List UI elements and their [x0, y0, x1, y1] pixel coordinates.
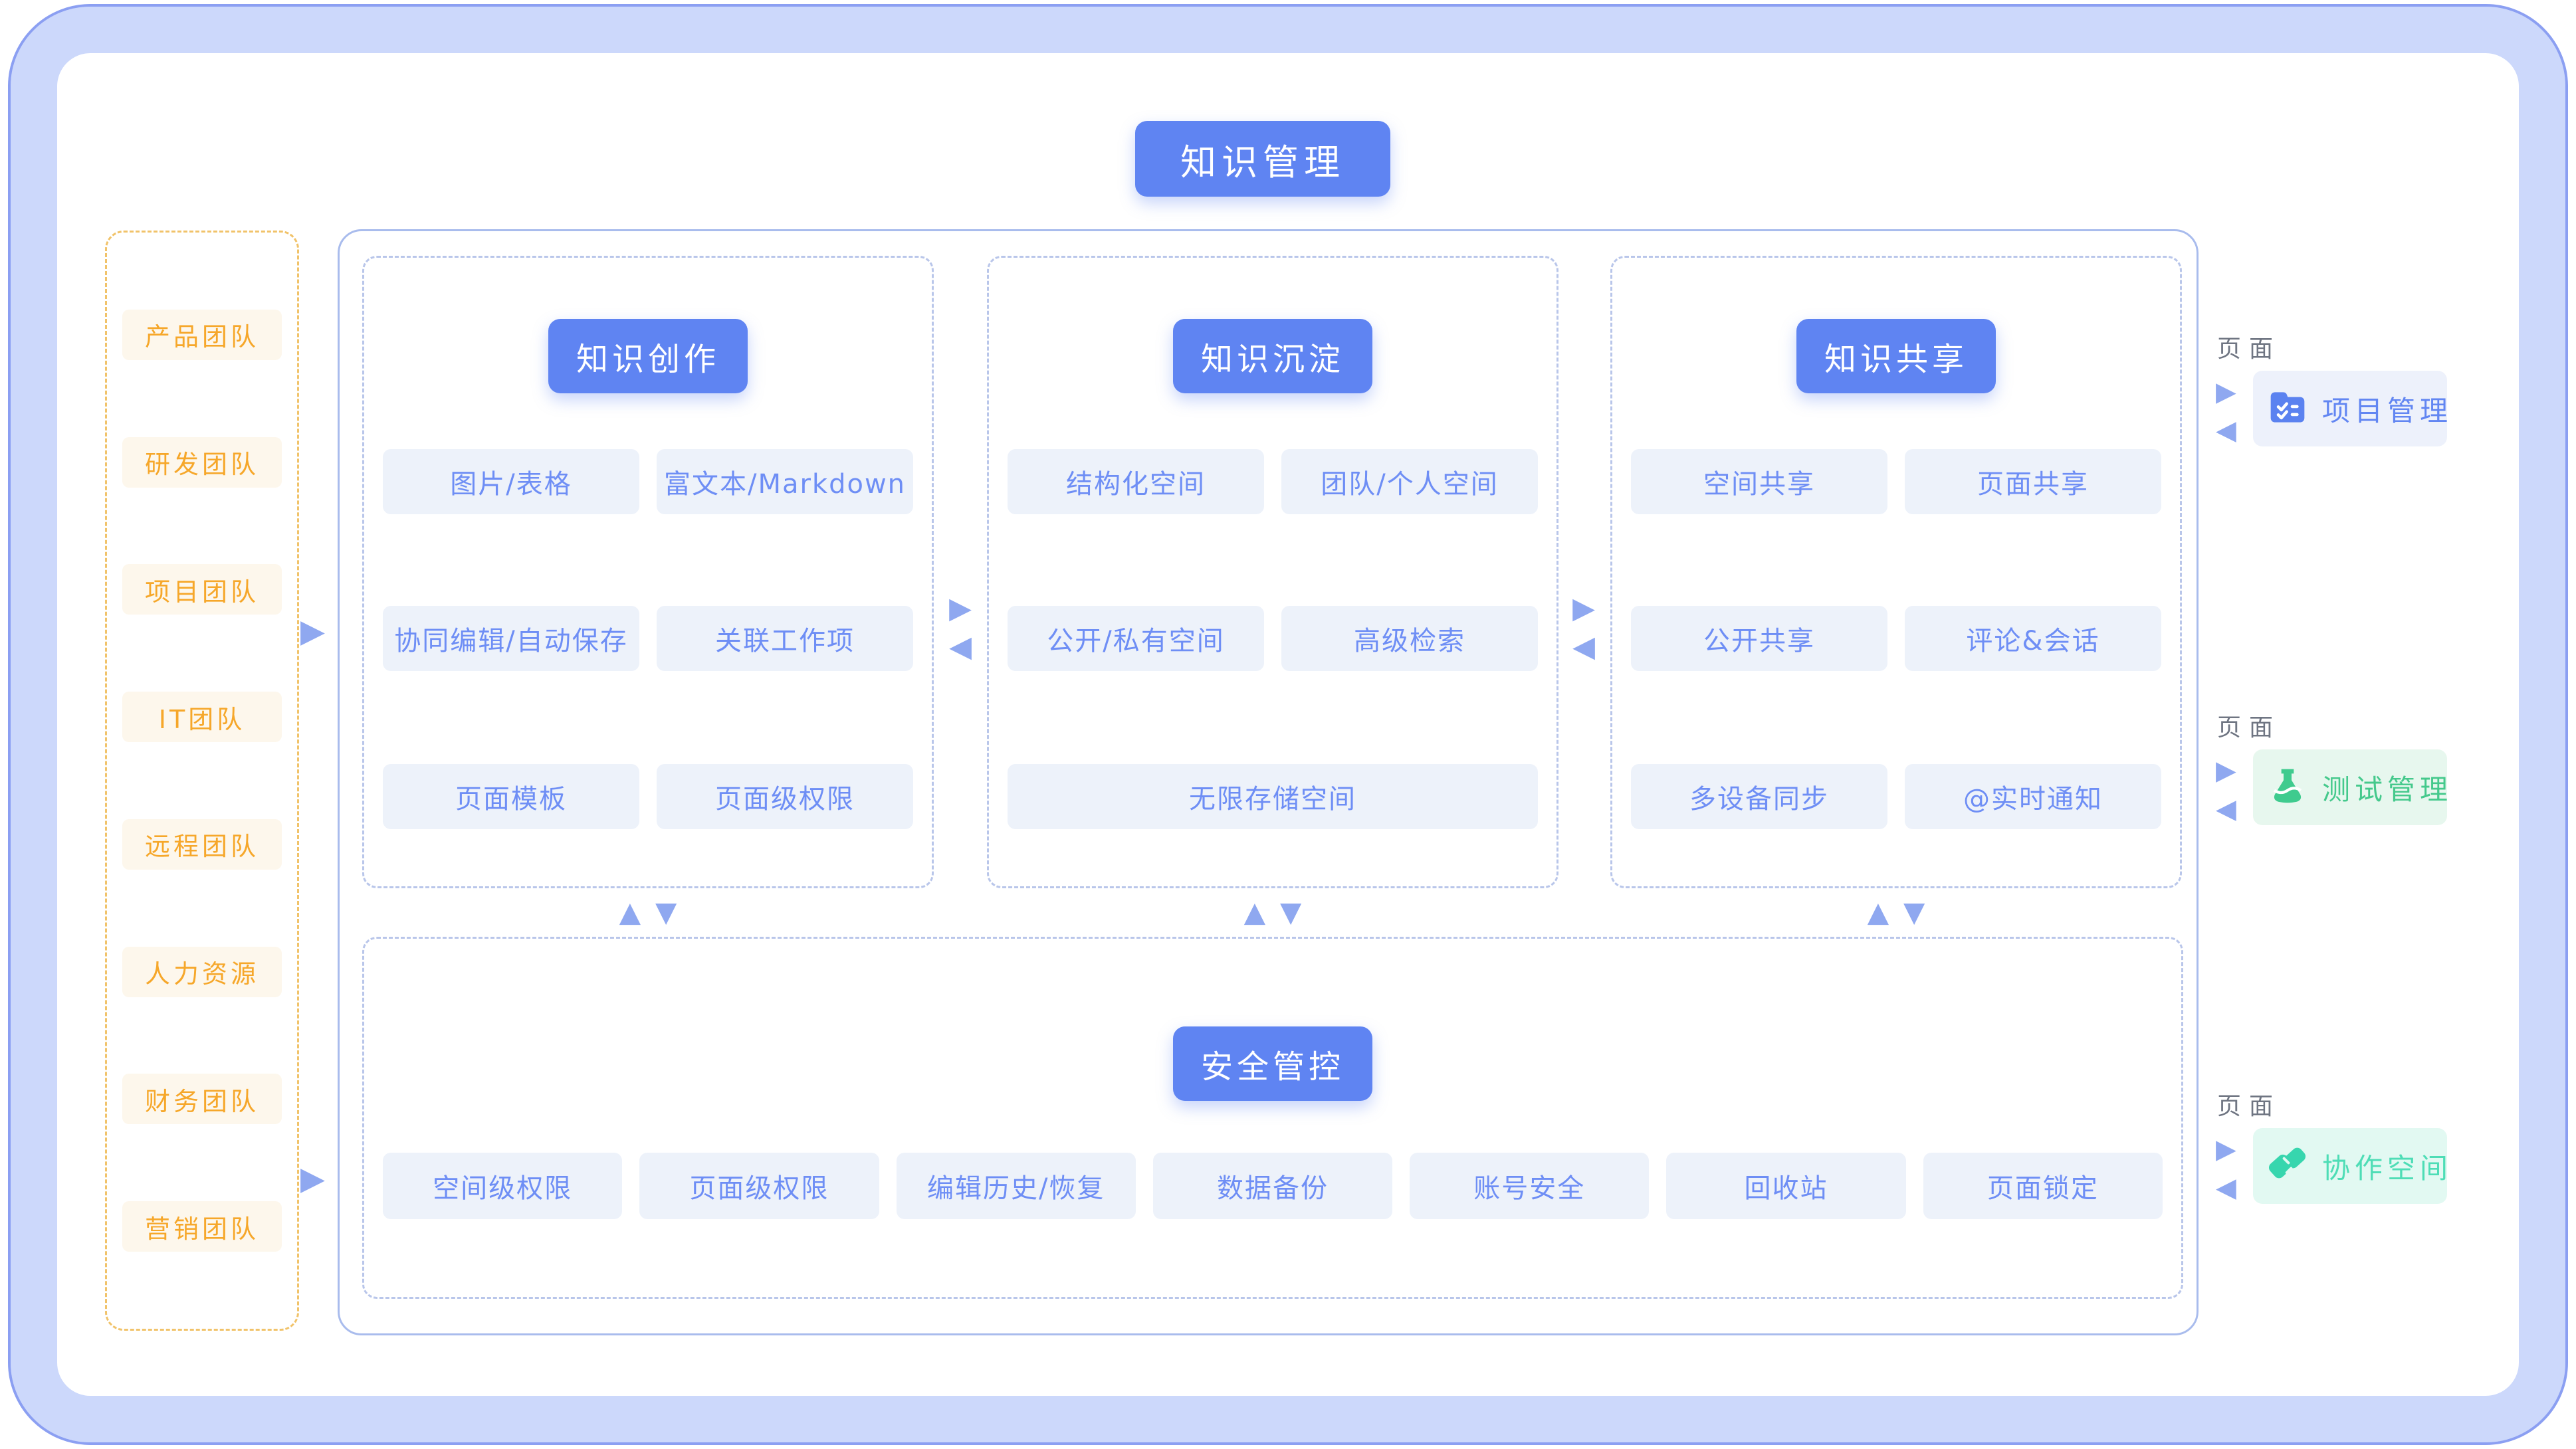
- integration-label: 测试管理: [2322, 773, 2453, 806]
- security-chip: 数据备份: [1152, 1153, 1393, 1219]
- chip-row: 结构化空间 团队/个人空间: [1008, 449, 1538, 514]
- flask-icon: [2266, 765, 2309, 810]
- arrow-left-icon: ◀: [2216, 794, 2236, 824]
- team-chip-finance: 财务团队: [122, 1074, 282, 1125]
- page-label: 页面: [2217, 714, 2282, 741]
- page-label: 页面: [2217, 1093, 2282, 1120]
- arrow-left-icon: ◀: [2216, 1173, 2236, 1203]
- integration-card-collab: 协作空间: [2253, 1128, 2448, 1204]
- feature-chip: @实时通知: [1905, 764, 2161, 829]
- feature-chip: 团队/个人空间: [1281, 449, 1538, 514]
- feature-chip: 页面级权限: [657, 764, 913, 829]
- integration-card-project: 项目管理: [2253, 371, 2448, 446]
- team-chip-it: IT团队: [122, 692, 282, 743]
- handshake-icon: [2266, 1143, 2309, 1189]
- security-link-arrows: ▲ ▼: [1850, 898, 1943, 926]
- sidebar-teams-box: 产品团队 研发团队 项目团队 IT团队 远程团队 人力资源 财务团队 营销团队: [105, 231, 299, 1331]
- team-chip-remote: 远程团队: [122, 819, 282, 870]
- feature-chip: 无限存储空间: [1008, 764, 1538, 829]
- chip-row: 页面模板 页面级权限: [383, 764, 913, 829]
- integration-label: 协作空间: [2322, 1151, 2453, 1185]
- team-chip-hr: 人力资源: [122, 946, 282, 997]
- arrow-right-icon: ▶: [2216, 377, 2236, 407]
- feature-chip: 评论&会话: [1905, 606, 2161, 671]
- column-knowledge-deposit: 知识沉淀 结构化空间 团队/个人空间 公开/私有空间 高级检索 无限存储空间: [987, 256, 1558, 888]
- team-chip-marketing: 营销团队: [122, 1201, 282, 1252]
- column-knowledge-sharing: 知识共享 空间共享 页面共享 公开共享 评论&会话 多设备同步 @实时通知: [1610, 256, 2182, 888]
- column-link-arrows: ▶ ◀: [1560, 594, 1608, 662]
- chip-row: 图片/表格 富文本/Markdown: [383, 449, 913, 514]
- feature-chip: 公开/私有空间: [1008, 606, 1264, 671]
- main-container: [338, 229, 2199, 1335]
- column-link-arrows: ▶ ◀: [936, 594, 984, 662]
- chip-row: 公开/私有空间 高级检索: [1008, 606, 1538, 671]
- chip-row: 公开共享 评论&会话: [1631, 606, 2161, 671]
- feature-chip: 空间共享: [1631, 449, 1887, 514]
- chip-row: 无限存储空间: [1008, 764, 1538, 829]
- security-chip: 编辑历史/恢复: [896, 1153, 1136, 1219]
- security-chip: 页面级权限: [639, 1153, 879, 1219]
- team-chip-rd: 研发团队: [122, 436, 282, 488]
- integration-card-test: 测试管理: [2253, 749, 2448, 825]
- integration-label: 项目管理: [2322, 394, 2453, 427]
- arrow-right-icon: ▶: [949, 591, 972, 625]
- security-chip: 回收站: [1666, 1153, 1906, 1219]
- feature-chip: 页面共享: [1905, 449, 2161, 514]
- arrow-up-icon: ▲: [619, 896, 641, 928]
- arrow-down-icon: ▼: [1903, 896, 1925, 928]
- team-chip-project: 项目团队: [122, 564, 282, 615]
- feature-chip: 协同编辑/自动保存: [383, 606, 639, 671]
- security-header: 安全管控: [1173, 1026, 1372, 1101]
- arrow-right-icon: ▶: [300, 1160, 325, 1197]
- arrow-right-icon: ▶: [2216, 1134, 2236, 1165]
- column-header: 知识创作: [548, 319, 748, 393]
- feature-chip: 高级检索: [1281, 606, 1538, 671]
- security-chip-row: 空间级权限 页面级权限 编辑历史/恢复 数据备份 账号安全 回收站 页面锁定: [383, 1153, 2163, 1219]
- chip-row: 多设备同步 @实时通知: [1631, 764, 2161, 829]
- arrow-left-icon: ◀: [1572, 630, 1595, 664]
- title-badge: 知识管理: [1135, 121, 1390, 197]
- feature-chip: 页面模板: [383, 764, 639, 829]
- arrow-down-icon: ▼: [1280, 896, 1302, 928]
- column-header: 知识共享: [1796, 319, 1996, 393]
- column-header: 知识沉淀: [1173, 319, 1372, 393]
- security-link-arrows: ▲ ▼: [601, 898, 695, 926]
- feature-chip: 关联工作项: [657, 606, 913, 671]
- chip-row: 协同编辑/自动保存 关联工作项: [383, 606, 913, 671]
- arrow-down-icon: ▼: [655, 896, 677, 928]
- arrow-right-icon: ▶: [2216, 755, 2236, 786]
- arrow-up-icon: ▲: [1243, 896, 1265, 928]
- chip-row: 空间共享 页面共享: [1631, 449, 2161, 514]
- team-chip-product: 产品团队: [122, 309, 282, 360]
- security-chip: 账号安全: [1410, 1153, 1650, 1219]
- security-chip: 页面锁定: [1923, 1153, 2163, 1219]
- column-knowledge-creation: 知识创作 图片/表格 富文本/Markdown 协同编辑/自动保存 关联工作项 …: [362, 256, 934, 888]
- arrow-right-icon: ▶: [300, 613, 325, 650]
- arrow-left-icon: ◀: [949, 630, 972, 664]
- feature-chip: 结构化空间: [1008, 449, 1264, 514]
- feature-chip: 富文本/Markdown: [657, 449, 913, 514]
- arrow-left-icon: ◀: [2216, 415, 2236, 446]
- arrow-up-icon: ▲: [1867, 896, 1889, 928]
- security-link-arrows: ▲ ▼: [1226, 898, 1319, 926]
- page-label: 页面: [2217, 336, 2282, 363]
- feature-chip: 多设备同步: [1631, 764, 1887, 829]
- checklist-folder-icon: [2266, 386, 2309, 431]
- arrow-right-icon: ▶: [1572, 591, 1595, 625]
- security-chip: 空间级权限: [383, 1153, 623, 1219]
- security-section: 安全管控 空间级权限 页面级权限 编辑历史/恢复 数据备份 账号安全 回收站 页…: [362, 937, 2183, 1299]
- feature-chip: 图片/表格: [383, 449, 639, 514]
- feature-chip: 公开共享: [1631, 606, 1887, 671]
